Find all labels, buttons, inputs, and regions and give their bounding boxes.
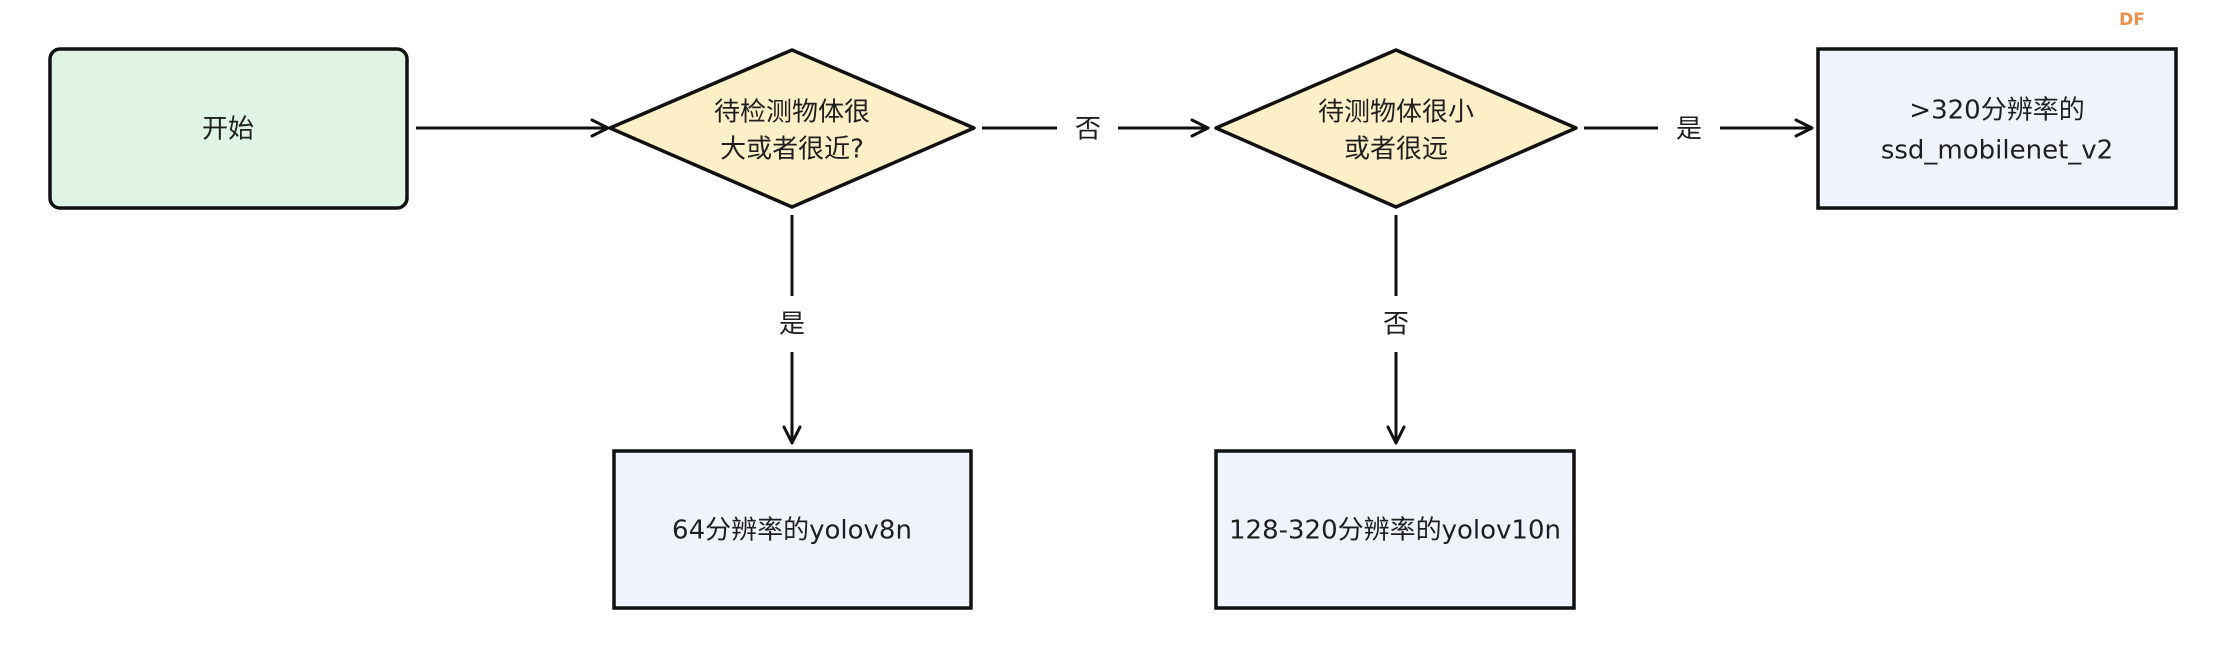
decision-small-node: 待测物体很小 或者很远 <box>1214 48 1578 209</box>
decision-small-label-line2: 或者很远 <box>1344 135 1448 165</box>
decision-large-node: 待检测物体很 大或者很近? <box>608 48 976 209</box>
result-yolov10n-shape <box>1214 449 1576 610</box>
result-yolov10n-label: 128-320分辨率的yolov10n <box>1229 516 1561 546</box>
start-node-label: 开始 <box>202 115 254 145</box>
watermark-logo: DF <box>2119 10 2145 30</box>
result-ssd-label-line2: ssd_mobilenet_v2 <box>1881 136 2113 166</box>
result-yolov8n-label: 64分辨率的yolov8n <box>672 516 912 546</box>
edge-label-small-no: 否 <box>1383 310 1409 340</box>
edge-label-large-no: 否 <box>1075 115 1101 145</box>
result-yolov8n-shape <box>612 449 973 610</box>
start-node-shape <box>48 47 409 210</box>
result-ssd-node: >320分辨率的 ssd_mobilenet_v2 <box>1816 47 2178 210</box>
decision-small-label-line1: 待测物体很小 <box>1318 98 1474 128</box>
decision-large-label-line1: 待检测物体很 <box>714 98 870 128</box>
edge-label-large-yes: 是 <box>779 310 805 340</box>
edge-label-small-yes: 是 <box>1676 115 1702 145</box>
decision-small-shape <box>1214 48 1578 209</box>
result-yolov8n-node: 64分辨率的yolov8n <box>612 449 973 610</box>
result-ssd-label-line1: >320分辨率的 <box>1909 96 2084 126</box>
decision-large-shape <box>608 48 976 209</box>
result-ssd-shape <box>1816 47 2178 210</box>
start-node: 开始 <box>48 47 409 210</box>
result-yolov10n-node: 128-320分辨率的yolov10n <box>1214 449 1576 610</box>
decision-large-label-line2: 大或者很近? <box>720 135 864 165</box>
